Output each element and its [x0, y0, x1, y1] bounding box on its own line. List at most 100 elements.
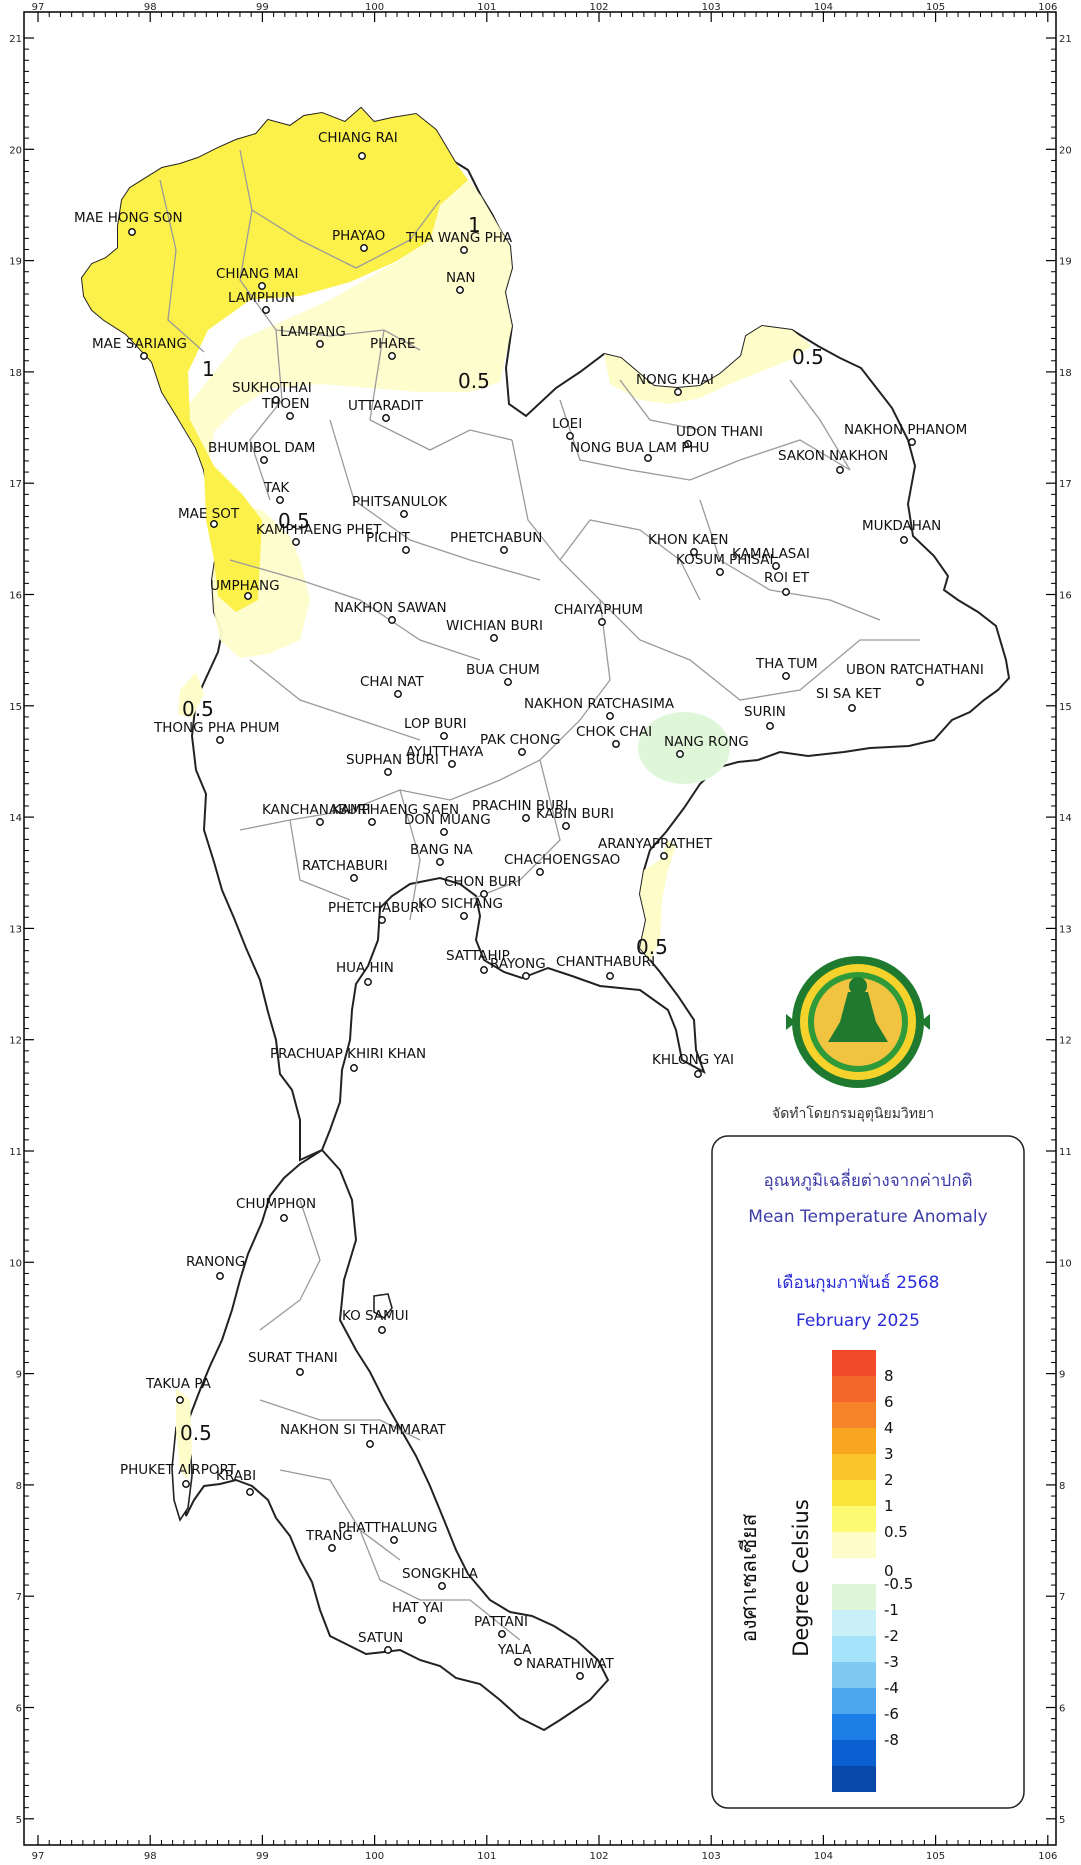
station-label: ARANYAPRATHET: [598, 836, 713, 852]
zone-neg-0.5-nang-rong: [638, 712, 730, 784]
station-kabin-buri: KABIN BURI: [536, 806, 614, 830]
station-marker: [182, 1480, 190, 1488]
station-marker: [350, 1064, 358, 1072]
lat-tick-label: 6: [16, 1704, 22, 1715]
station-marker: [388, 616, 396, 624]
lon-tick-label: 102: [589, 1851, 608, 1862]
station-tak: TAK: [263, 480, 290, 504]
station-label: NAN: [446, 270, 475, 286]
scale-swatch: [832, 1376, 876, 1402]
lat-tick-label: 13: [1059, 924, 1072, 935]
scale-label: -6: [884, 1705, 899, 1723]
lat-tick-label: 8: [1059, 1481, 1065, 1492]
station-label: NAKHON RATCHASIMA: [524, 696, 675, 712]
station-label: PATTANI: [474, 1614, 528, 1630]
station-kamphaeng-phet: KAMPHAENG PHET: [256, 522, 382, 546]
station-pichit: PICHIT: [366, 530, 411, 554]
station-marker: [440, 732, 448, 740]
station-marker: [128, 228, 136, 236]
lat-tick-label: 16: [1059, 591, 1072, 602]
station-marker: [908, 438, 916, 446]
station-bua-chum: BUA CHUM: [466, 662, 540, 686]
station-marker: [498, 1630, 506, 1638]
station-marker: [272, 396, 280, 404]
station-prachin-buri: PRACHIN BURI: [472, 798, 568, 822]
station-uttaradit: UTTARADIT: [348, 398, 424, 422]
station-label: TAKUA PA: [145, 1376, 212, 1392]
legend-title-en: Mean Temperature Anomaly: [748, 1207, 987, 1227]
station-label: KO SICHANG: [418, 896, 503, 912]
station-tha-wang-pha: THA WANG PHA: [405, 230, 513, 254]
scale-swatch: [832, 1584, 876, 1610]
station-label: KAMPHAENG PHET: [256, 522, 382, 538]
scale-label: -8: [884, 1731, 899, 1749]
station-marker: [246, 1488, 254, 1496]
station-lamphun: LAMPHUN: [228, 290, 295, 314]
station-label: UMPHANG: [210, 578, 280, 594]
station-label: BUA CHUM: [466, 662, 540, 678]
station-marker: [676, 750, 684, 758]
station-marker: [210, 520, 218, 528]
station-marker: [480, 890, 488, 898]
station-marker: [782, 672, 790, 680]
station-label: RAYONG: [490, 956, 546, 972]
lat-tick-label: 9: [16, 1370, 22, 1381]
zone-0.5-east: [640, 840, 676, 960]
lon-tick-label: 100: [365, 2, 384, 13]
station-label: KANCHANABURI: [262, 802, 371, 818]
lat-tick-label: 20: [1059, 145, 1072, 156]
station-label: MUKDAHAN: [862, 518, 941, 534]
contour-label: 0.5: [792, 345, 824, 369]
scale-label: -1: [884, 1601, 899, 1619]
station-label: KHLONG YAI: [652, 1052, 734, 1068]
station-label: PRACHUAP KHIRI KHAN: [270, 1046, 426, 1062]
station-marker: [368, 818, 376, 826]
station-label: SONGKHLA: [402, 1566, 479, 1582]
station-marker: [364, 978, 372, 986]
station-marker: [460, 912, 468, 920]
station-label: THA TUM: [755, 656, 818, 672]
station-marker: [384, 1646, 392, 1654]
station-label: LAMPANG: [280, 324, 346, 340]
station-mukdahan: MUKDAHAN: [862, 518, 941, 544]
zone-1-north: [82, 108, 468, 612]
station-marker: [350, 874, 358, 882]
station-marker: [606, 972, 614, 980]
station-marker: [782, 588, 790, 596]
scale-label: -2: [884, 1627, 899, 1645]
contour-label: 0.5: [182, 697, 214, 721]
station-label: RANONG: [186, 1254, 245, 1270]
station-marker: [536, 868, 544, 876]
station-marker: [366, 1440, 374, 1448]
station-sakon-nakhon: SAKON NAKHON: [778, 448, 888, 474]
station-label: PHAYAO: [332, 228, 385, 244]
station-marker: [276, 496, 284, 504]
lat-tick-label: 14: [1059, 813, 1072, 824]
station-chachoengsao: CHACHOENGSAO: [504, 852, 620, 876]
station-marker: [916, 678, 924, 686]
scale-swatch: [832, 1402, 876, 1428]
contour-labels: 1 0.5 0.5 0.5 0.5 0.5 0.5 1: [180, 213, 824, 1445]
station-marker: [176, 1396, 184, 1404]
station-marker: [848, 704, 856, 712]
station-krabi: KRABI: [216, 1468, 256, 1496]
lat-tick-label: 13: [9, 924, 22, 935]
lon-tick-label: 106: [1038, 1851, 1057, 1862]
station-marker: [418, 1616, 426, 1624]
station-marker: [402, 546, 410, 554]
legend-month-th: เดือนกุมภาพันธ์ 2568: [777, 1273, 940, 1293]
contour-label: 0.5: [278, 509, 310, 533]
station-label: WICHIAN BURI: [446, 618, 543, 634]
station-marker: [438, 1582, 446, 1590]
station-don-muang: DON MUANG: [404, 812, 491, 836]
lat-tick-label: 11: [9, 1147, 22, 1158]
station-label: THONG PHA PHUM: [153, 720, 280, 736]
station-marker: [500, 546, 508, 554]
station-label: CHON BURI: [444, 874, 521, 890]
unit-label-th: องศาเซลเซียส: [737, 1513, 761, 1642]
station-kamphaeng-saen: KAMPHAENG SAEN: [332, 802, 459, 826]
lat-tick-label: 19: [1059, 257, 1072, 268]
station-khlong-yai: KHLONG YAI: [652, 1052, 734, 1078]
lat-tick-label: 21: [1059, 34, 1072, 45]
